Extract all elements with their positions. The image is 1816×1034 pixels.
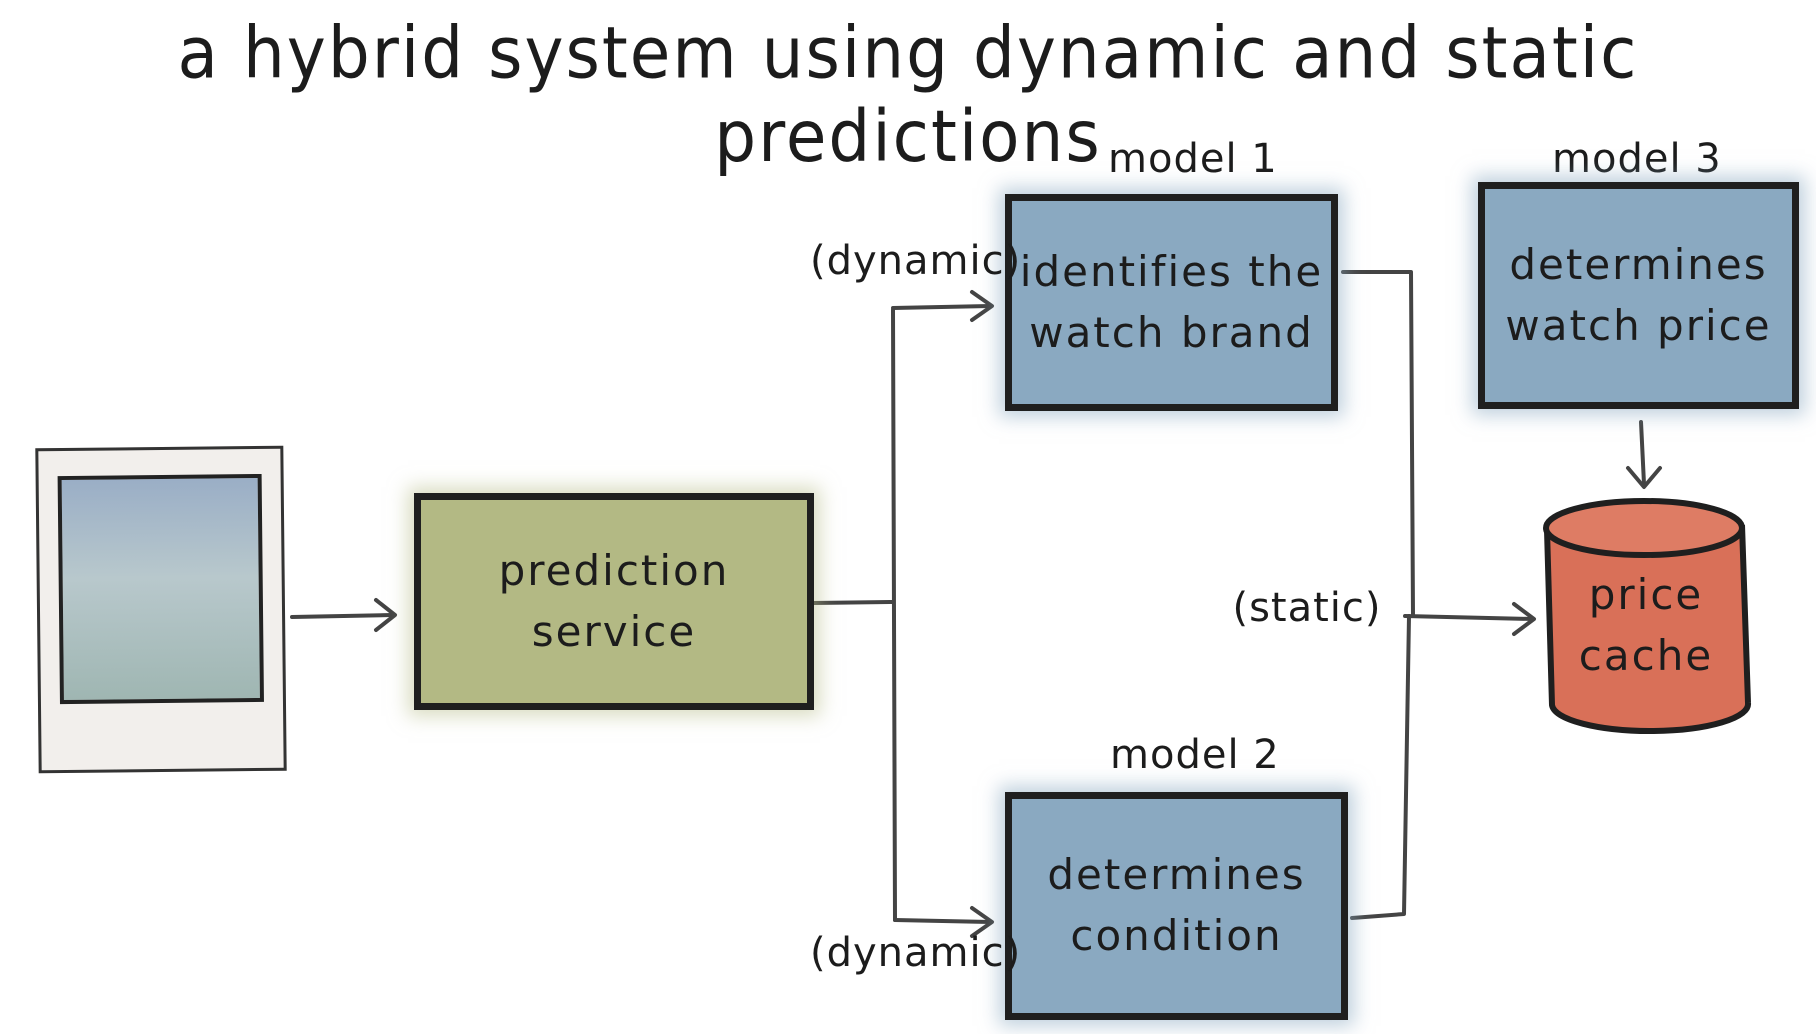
arrow-photo-to-service bbox=[290, 613, 394, 619]
model1-line2: watch brand bbox=[1029, 307, 1314, 357]
input-photo-frame bbox=[35, 445, 287, 774]
model1-line1: identifies the bbox=[1019, 246, 1324, 296]
line-model1-to-bus bbox=[1341, 270, 1415, 618]
model3-box: determines watch price bbox=[1478, 182, 1799, 409]
prediction-service-box: prediction service bbox=[414, 493, 814, 710]
price-cache-line2: cache bbox=[1578, 630, 1714, 680]
edge-label-static: (static) bbox=[1232, 585, 1382, 631]
arrow-branch-to-model2 bbox=[893, 918, 992, 924]
prediction-service-line2: service bbox=[531, 606, 697, 656]
model3-line2: watch price bbox=[1505, 300, 1772, 350]
model2-line2: condition bbox=[1070, 911, 1283, 960]
model3-line1: determines bbox=[1509, 239, 1768, 289]
price-cache-cylinder bbox=[1543, 498, 1752, 734]
edge-label-dynamic-top: (dynamic) bbox=[810, 238, 1022, 284]
edge-label-dynamic-bottom: (dynamic) bbox=[810, 930, 1022, 976]
model2-box: determines condition bbox=[1005, 792, 1348, 1020]
arrowhead-model2 bbox=[970, 906, 994, 938]
model2-line1: determines bbox=[1047, 850, 1306, 900]
watch-photo bbox=[57, 473, 264, 705]
model2-heading: model 2 bbox=[1110, 732, 1280, 778]
line-branch-vertical bbox=[891, 308, 897, 922]
model3-heading: model 3 bbox=[1552, 136, 1722, 182]
line-service-to-branch bbox=[811, 600, 895, 605]
arrow-model3-to-cache bbox=[1639, 420, 1646, 486]
arrowhead-model1 bbox=[970, 290, 994, 322]
price-cache-label: price cache bbox=[1546, 565, 1746, 687]
arrow-bus-to-cache bbox=[1403, 614, 1534, 621]
line-model2-to-bus bbox=[1350, 614, 1411, 920]
model1-heading: model 1 bbox=[1108, 136, 1278, 182]
arrowhead-model3 bbox=[1626, 466, 1662, 489]
prediction-service-line1: prediction bbox=[498, 545, 730, 595]
price-cache-line1: price bbox=[1588, 570, 1704, 619]
arrowhead-cache bbox=[1512, 602, 1536, 636]
model1-box: identifies the watch brand bbox=[1005, 194, 1338, 411]
arrowhead-photo-to-service bbox=[374, 598, 397, 632]
diagram-title: a hybrid system using dynamic and static… bbox=[177, 11, 1639, 179]
arrow-branch-to-model1 bbox=[891, 304, 992, 310]
